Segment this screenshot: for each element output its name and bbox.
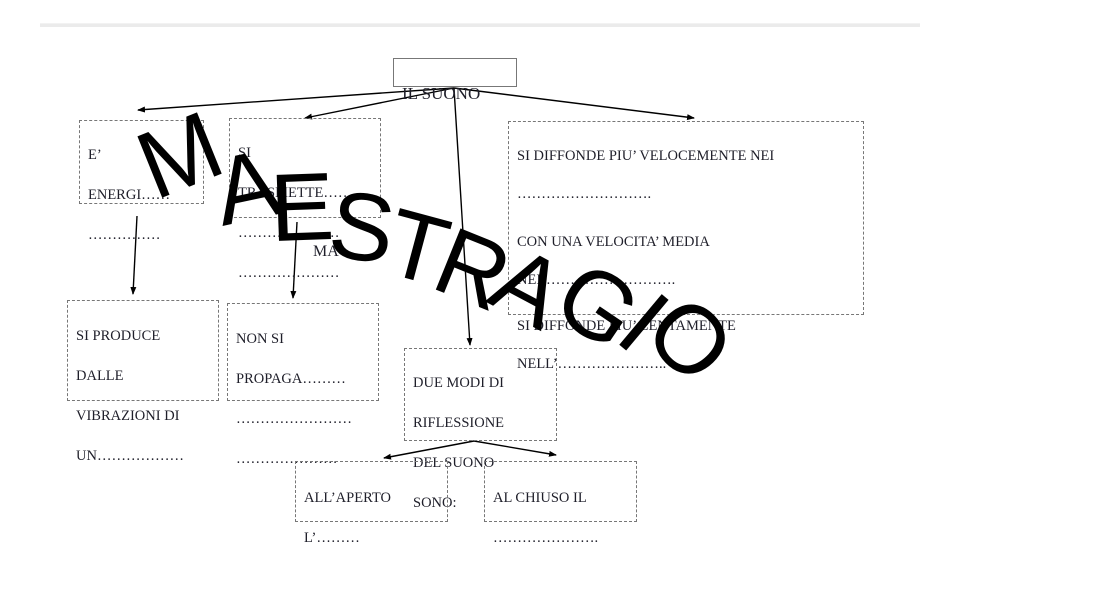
box-line: SI DIFFONDE PIU’ LENTAMENTE (517, 318, 736, 334)
box-energia: E’ ENERGI…… …………… (79, 120, 204, 243)
box-line: UN……………… (76, 448, 184, 464)
box-line: SI (238, 145, 251, 161)
box-chiuso: AL CHIUSO IL …………………. (484, 461, 637, 546)
watermark-letter: T (375, 188, 460, 307)
box-line: RIFLESSIONE (413, 415, 505, 431)
box-diffonde: SI DIFFONDE PIU’ VELOCEMENTE NEI …………………… (508, 121, 864, 372)
box-produce: SI PRODUCE DALLE VIBRAZIONI DI UN……………… (67, 300, 219, 464)
box-line: DEL SUONO (413, 455, 495, 471)
box-line: ………………… (238, 265, 340, 281)
page-top-divider (40, 23, 920, 27)
box-line: ENERGI…… (88, 187, 171, 203)
box-propaga: NON SI PROPAGA……… …………………… ………………… (227, 303, 379, 467)
box-line: L’……… (304, 530, 360, 546)
box-line: NELL’………………….. (517, 356, 667, 372)
box-line: DUE MODI DI (413, 375, 505, 391)
box-line: SI PRODUCE (76, 328, 161, 344)
box-line: …………………. (493, 530, 599, 546)
box-line: E’ (88, 147, 102, 163)
box-line: ………………………. (517, 186, 652, 202)
box-line: TRASMETTE…… (238, 185, 353, 201)
title-box: IL SUONO (393, 58, 517, 103)
box-aperto: ALL’APERTO L’……… (295, 461, 448, 546)
box-riflessione: DUE MODI DI RIFLESSIONE DEL SUONO SONO: (404, 348, 557, 511)
box-line: …………………… (236, 411, 352, 427)
box-line: …………… (88, 227, 161, 243)
box-line: SONO: (413, 495, 457, 511)
box-line: AL CHIUSO IL (493, 490, 587, 506)
box-line: DALLE (76, 368, 124, 384)
stray-text: MA (313, 243, 339, 260)
box-line: ………………… (236, 451, 338, 467)
box-line: NEI………………………. (517, 272, 676, 288)
box-trasmette: SI TRASMETTE…… ………………… ………………… (229, 118, 381, 281)
title-text: IL SUONO (402, 84, 481, 103)
box-line: NON SI (236, 331, 284, 347)
box-line: ………………… (238, 225, 340, 241)
box-line: CON UNA VELOCITA’ MEDIA (517, 234, 710, 250)
box-line: SI DIFFONDE PIU’ VELOCEMENTE NEI (517, 148, 775, 164)
box-line: VIBRAZIONI DI (76, 408, 180, 424)
box-line: PROPAGA……… (236, 371, 346, 387)
box-line: ALL’APERTO (304, 490, 391, 506)
